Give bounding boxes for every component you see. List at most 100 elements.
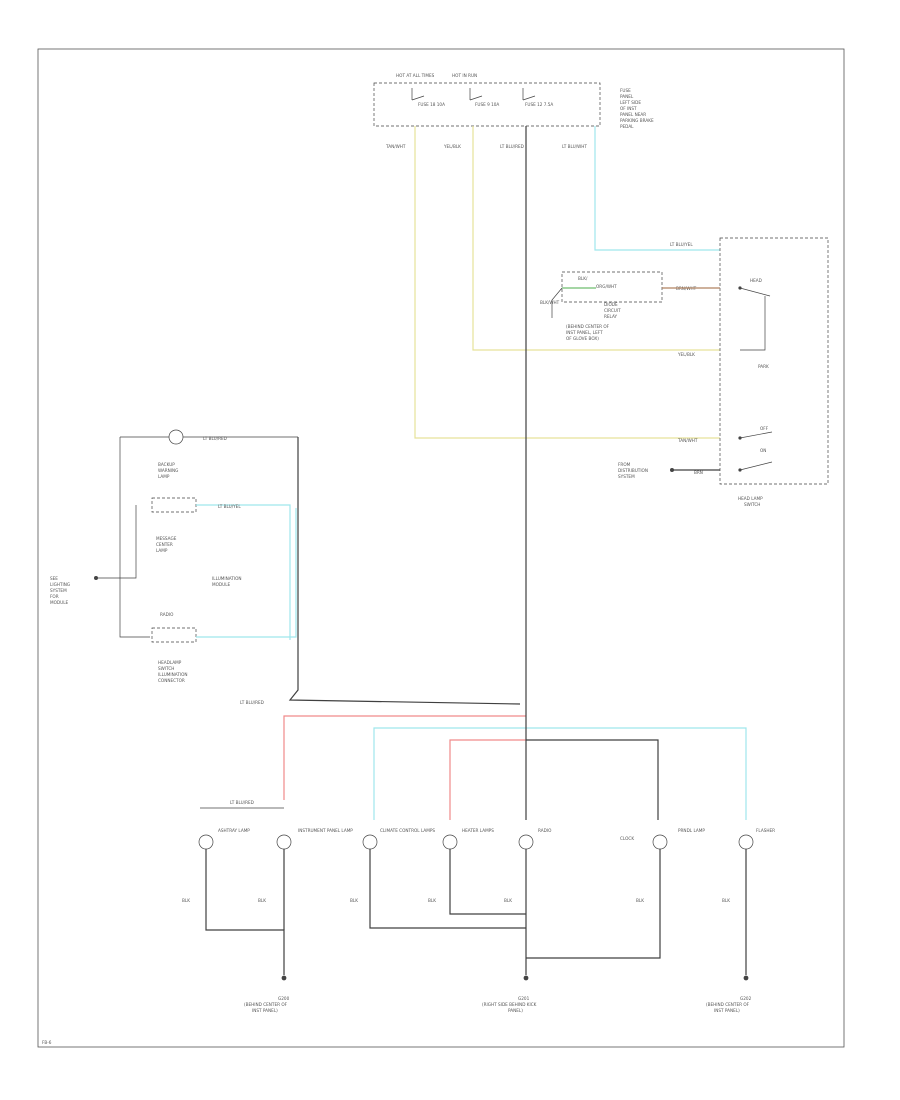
left-box-label: SYSTEM xyxy=(50,588,67,593)
wire-label-ltblu-yel-left: LT BLU/YEL xyxy=(218,504,241,509)
component-label: LAMP xyxy=(158,474,170,479)
ground-label: INST PANEL) xyxy=(714,1008,740,1013)
left-box-label: SEE xyxy=(50,576,58,581)
fuse-12-label: FUSE 12 7.5A xyxy=(525,102,553,107)
wire-red-bus-left xyxy=(283,715,526,800)
wire-label-ltblu-yel: LT BLU/YEL xyxy=(670,242,693,247)
component-label: CENTER xyxy=(156,542,173,547)
component-label: MESSAGE xyxy=(156,536,177,541)
component-label: WARNING xyxy=(158,468,178,473)
ground-label: INST PANEL) xyxy=(252,1008,278,1013)
lamp-label: INSTRUMENT PANEL LAMP xyxy=(298,828,353,833)
prndl-lamp-icon xyxy=(738,834,754,850)
ashtray-lamp-icon xyxy=(198,834,214,850)
lamp-label: HEATER LAMPS xyxy=(462,828,494,833)
lamp-label: FLASHER xyxy=(756,828,775,833)
ground-point-3-icon xyxy=(743,975,749,981)
left-bottom-label: SWITCH xyxy=(158,666,174,671)
left-box-label: LIGHTING xyxy=(50,582,70,587)
wire-label-lamp: LT BLU/RED xyxy=(230,800,254,805)
lamp-label: CLIMATE CONTROL LAMPS xyxy=(380,828,435,833)
ground-wire-mid-1 xyxy=(369,849,526,929)
from-label: FROM xyxy=(618,462,631,467)
wire-label-ltblu-wht: LT BLU/WHT xyxy=(562,144,587,149)
lamp-label: RADIO xyxy=(538,828,552,833)
wire-label-blk: BLK xyxy=(722,898,730,903)
ground-label: (BEHIND CENTER OF xyxy=(244,1002,288,1007)
left-bottom-label: HEADLAMP xyxy=(158,660,182,665)
wire-label-blk: BLK xyxy=(428,898,436,903)
lamp-label: ASHTRAY LAMP xyxy=(218,828,250,833)
wire-label-blk: BLK xyxy=(182,898,190,903)
backup-warning-lamp-icon xyxy=(168,429,184,445)
switch-head-label: HEAD xyxy=(750,278,762,283)
wire-yel-blk xyxy=(472,126,720,351)
diagram-frame xyxy=(37,48,845,1048)
left-box-label: MODULE xyxy=(50,600,69,605)
diode-relay: BLK/ ORG/WHT BRN/WHT DIODE CIRCUIT RELAY… xyxy=(540,271,697,341)
wire-label-ltblu-red-left: LT BLU/RED xyxy=(203,436,227,441)
wire-label-yel-blk: YEL/BLK xyxy=(443,144,461,149)
component-label: ILLUMINATION xyxy=(212,576,242,581)
wire-label-blk: BLK xyxy=(636,898,644,903)
wire-label-blk: BLK xyxy=(504,898,512,903)
wire-ltblu-left-2 xyxy=(196,508,297,638)
relay-label: BLK/ xyxy=(578,276,588,281)
relay-name: DIODE xyxy=(604,302,618,307)
switch-on-label: ON xyxy=(760,448,766,453)
from-label: SYSTEM xyxy=(618,474,635,479)
label-hot-run: HOT AT ALL TIMES xyxy=(396,73,435,78)
fuse-18-label: FUSE 18 10A xyxy=(418,102,445,107)
lamp-label: PRNDL LAMP xyxy=(678,828,705,833)
ground-point-2-icon xyxy=(523,975,529,981)
component-label: BACKUP xyxy=(158,462,175,467)
component-label: LAMP xyxy=(156,548,168,553)
wire-cyan-bus-left xyxy=(373,727,526,820)
relay-note: INST PANEL, LEFT xyxy=(566,330,603,335)
ground-wire-mid-2 xyxy=(449,849,526,915)
relay-label: ORG/WHT xyxy=(596,284,617,289)
switch-park-label: PARK xyxy=(758,364,769,369)
wire-ltblu-left-1 xyxy=(196,504,291,640)
wire-label-tan-wht: TAN/WHT xyxy=(385,144,406,149)
headlamp-switch-box xyxy=(719,237,829,485)
ground-label: (RIGHT SIDE BEHIND KICK xyxy=(482,1002,537,1007)
switch-off-label: OFF xyxy=(760,426,769,431)
ground-label: (BEHIND CENTER OF xyxy=(706,1002,750,1007)
fuse-panel-label: PANEL NEAR xyxy=(620,112,646,117)
fuse-panel-label: PEDAL xyxy=(620,124,634,129)
relay-note: OF GLOVE BOX) xyxy=(566,336,599,341)
from-label: DISTRIBUTION xyxy=(618,468,648,473)
ground-wire-left xyxy=(205,849,285,975)
wire-label-ltblu-red-bus: LT BLU/RED xyxy=(240,700,264,705)
wire-ltblu-wht xyxy=(594,126,720,251)
wire-blk-bus-right xyxy=(526,739,659,820)
ground-label: G200 xyxy=(278,996,290,1001)
wire-label-tan-wht-2: TAN/WHT xyxy=(677,438,698,443)
left-box-label: FOR xyxy=(50,594,59,599)
lamp-label: CLOCK xyxy=(620,836,634,841)
fuse-panel-label: PARKING BRAKE xyxy=(620,118,654,123)
wire-cyan-bus-right xyxy=(526,727,747,820)
ground-point-1-icon xyxy=(281,975,287,981)
component-label: MODULE xyxy=(212,582,231,587)
ground-label: G201 xyxy=(518,996,530,1001)
switch-name: SWITCH xyxy=(744,502,760,507)
wire-label-ltblu-red: LT BLU/RED xyxy=(500,144,524,149)
instrument-lamp-icon xyxy=(276,834,292,850)
component-label: RADIO xyxy=(160,612,174,617)
radio-lamp-icon xyxy=(518,834,534,850)
fuse-panel-label: LEFT SIDE xyxy=(620,100,641,105)
fuse-9-label: FUSE 9 10A xyxy=(475,102,499,107)
ground-wire-right-1 xyxy=(526,849,661,959)
climate-lamp-icon xyxy=(362,834,378,850)
fuse-panel-label: PANEL xyxy=(620,94,634,99)
lamp-row: LT BLU/RED ASHTRAY LAMP INSTRUMENT PANEL… xyxy=(198,800,775,850)
wire-tan-wht xyxy=(414,126,720,439)
footer-id: FB-6 xyxy=(42,1040,52,1045)
wire-label-blk: BLK xyxy=(258,898,266,903)
wire-label-brn: BRN xyxy=(694,470,703,475)
switch-name: HEAD LAMP xyxy=(738,496,763,501)
clock-lamp-icon xyxy=(652,834,668,850)
